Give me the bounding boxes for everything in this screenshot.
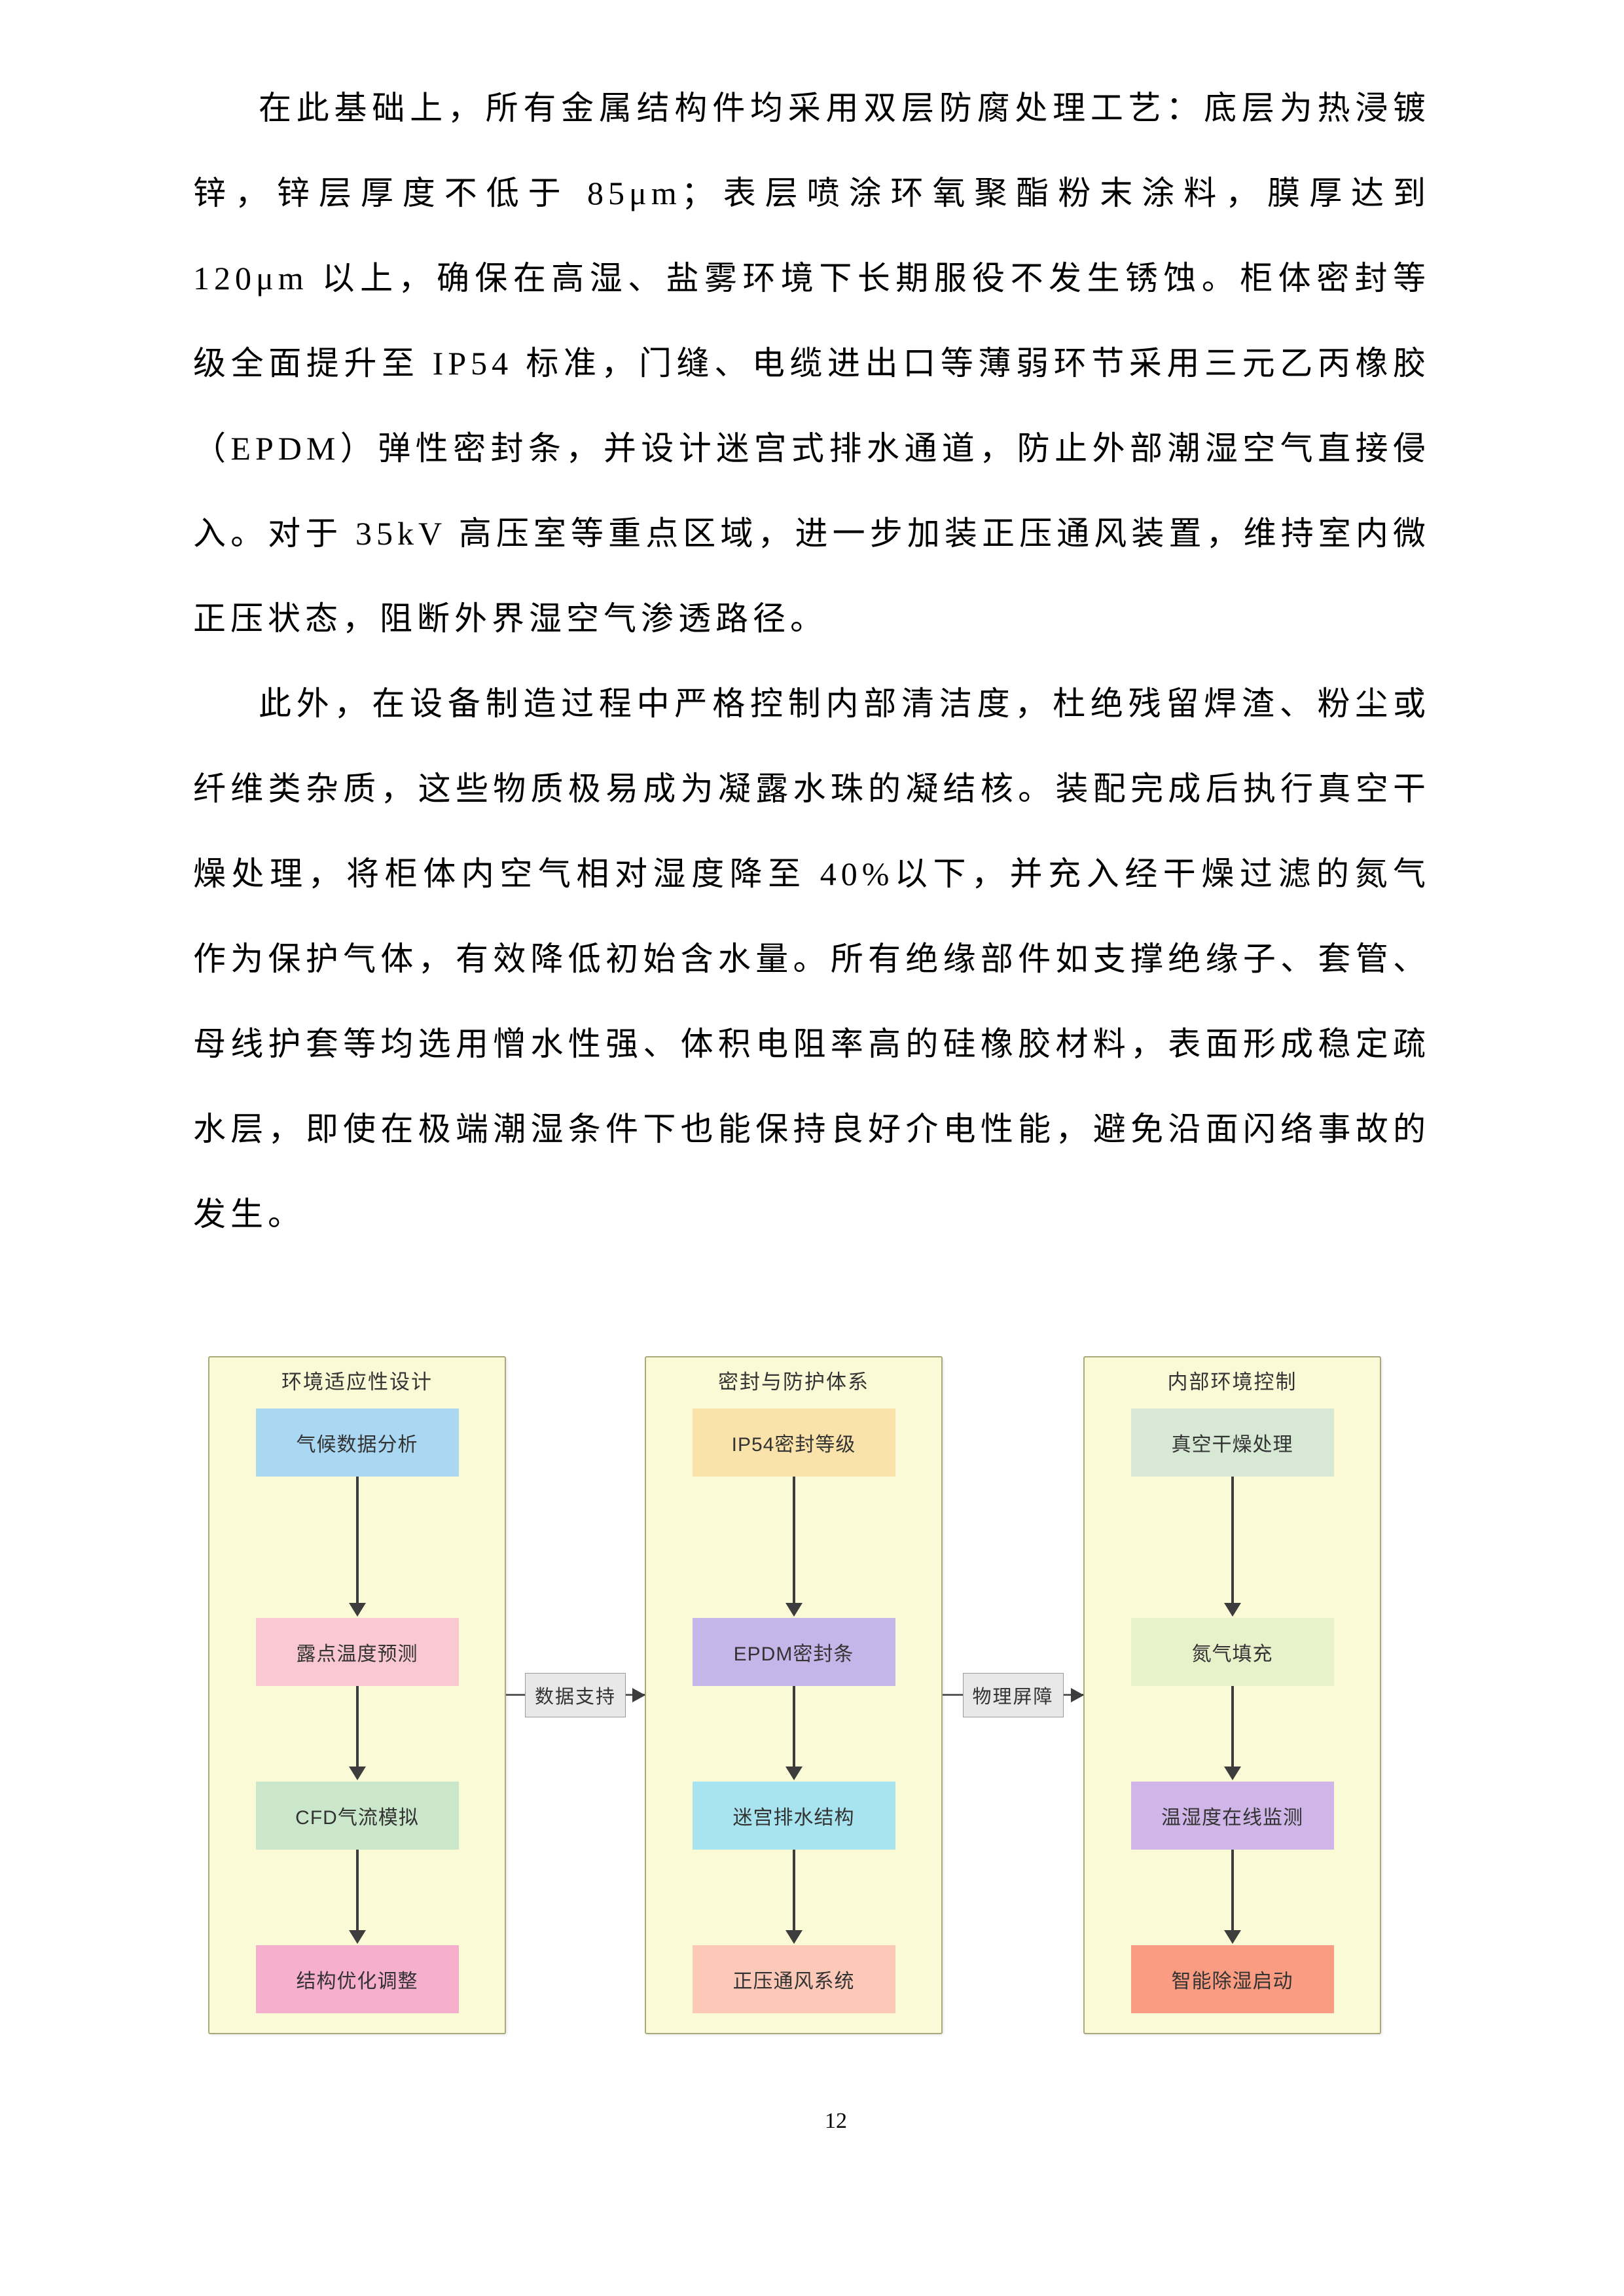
flow-node: 露点温度预测	[255, 1618, 459, 1686]
arrowhead-icon	[1223, 1930, 1241, 1944]
flow-node: CFD气流模拟	[255, 1782, 459, 1850]
arrow-down-icon	[1223, 1477, 1241, 1617]
arrowhead-icon	[785, 1930, 803, 1944]
flow-node: EPDM密封条	[692, 1618, 895, 1686]
flow-panel-3: 内部环境控制真空干燥处理氮气填充温湿度在线监测智能除湿启动	[1083, 1356, 1381, 2034]
flow-node: 正压通风系统	[692, 1945, 895, 2013]
arrowhead-icon	[785, 1603, 803, 1617]
flow-node: 氮气填充	[1130, 1618, 1334, 1686]
arrow-down-icon	[348, 1686, 366, 1780]
arrowhead-icon	[1223, 1767, 1241, 1780]
connector-arrow-right: 物理屏障	[943, 1672, 1084, 1717]
flowchart-diagram: 环境适应性设计气候数据分析露点温度预测 CFD气流模拟结构优化调整 密封与防护体系 I…	[208, 1356, 1381, 2034]
flow-node: 智能除湿启动	[1130, 1945, 1334, 2013]
arrow-down-icon	[1223, 1686, 1241, 1780]
flow-node: 迷宫排水结构	[692, 1782, 895, 1850]
flow-node: 气候数据分析	[255, 1408, 459, 1477]
arrowhead-icon	[1223, 1603, 1241, 1617]
arrowhead-icon	[348, 1767, 366, 1780]
connector-label: 数据支持	[524, 1672, 626, 1717]
arrowhead-icon	[348, 1930, 366, 1944]
arrow-down-icon	[785, 1477, 803, 1617]
arrow-down-icon	[348, 1477, 366, 1617]
flow-node: IP54密封等级	[692, 1408, 895, 1477]
flow-node: 结构优化调整	[255, 1945, 459, 2013]
arrow-down-icon	[785, 1850, 803, 1944]
paragraph-corrosion-protection: 在此基础上，所有金属结构件均采用双层防腐处理工艺：底层为热浸镀锌，锌层厚度不低于…	[193, 90, 1430, 637]
flow-node: 温湿度在线监测	[1130, 1782, 1334, 1850]
flow-panel-title: 密封与防护体系	[718, 1371, 869, 1393]
flow-panel-1: 环境适应性设计气候数据分析露点温度预测 CFD气流模拟结构优化调整	[208, 1356, 506, 2034]
connector-label: 物理屏障	[962, 1672, 1064, 1717]
arrow-down-icon	[1223, 1850, 1241, 1944]
flow-panel-title: 内部环境控制	[1167, 1371, 1297, 1393]
arrowhead-icon	[1071, 1687, 1084, 1702]
arrowhead-icon	[785, 1767, 803, 1780]
flow-node: 真空干燥处理	[1130, 1408, 1334, 1477]
arrowhead-icon	[348, 1603, 366, 1617]
page-number: 12	[825, 2109, 847, 2133]
paragraph-cleanliness-control: 此外，在设备制造过程中严格控制内部清洁度，杜绝残留焊渣、粉尘或纤维类杂质，这些物…	[193, 685, 1430, 1232]
arrow-down-icon	[785, 1686, 803, 1780]
flow-panel-2: 密封与防护体系 IP54密封等级 EPDM密封条迷宫排水结构正压通风系统	[645, 1356, 943, 2034]
arrow-down-icon	[348, 1850, 366, 1944]
flow-panel-title: 环境适应性设计	[281, 1371, 433, 1393]
arrowhead-icon	[632, 1687, 645, 1702]
connector-arrow-right: 数据支持	[506, 1672, 645, 1717]
body-text-block: 在此基础上，所有金属结构件均采用双层防腐处理工艺：底层为热浸镀锌，锌层厚度不低于…	[193, 65, 1430, 1257]
